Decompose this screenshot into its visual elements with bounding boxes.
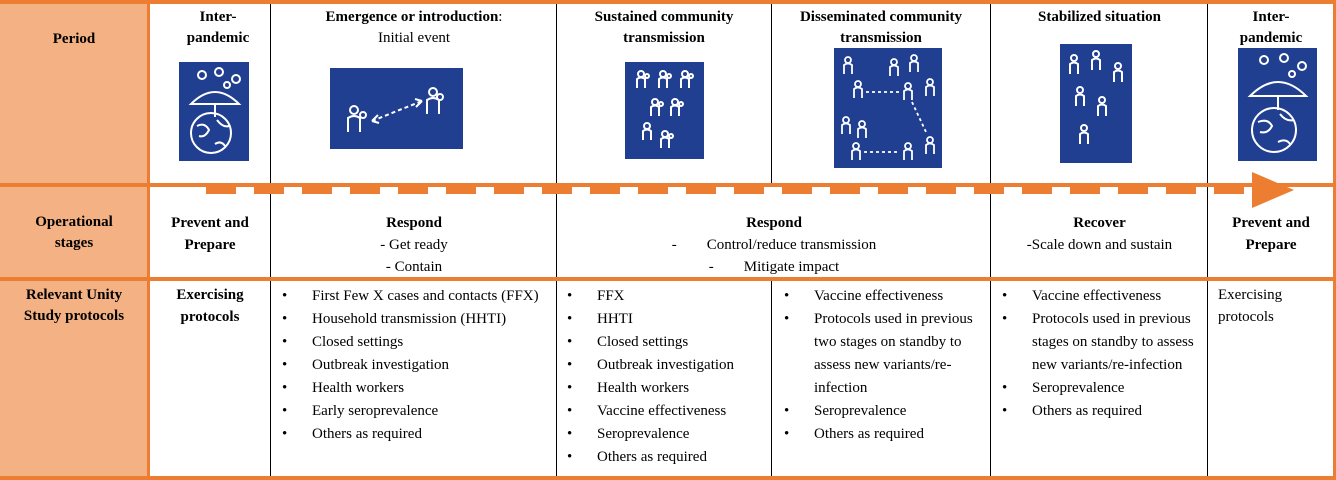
divider — [556, 187, 557, 277]
divider — [556, 4, 557, 183]
divider — [771, 4, 772, 183]
small-group-virus-icon — [625, 62, 704, 159]
protocols-col2: First Few X cases and contacts (FFX) Hou… — [278, 285, 548, 446]
divider — [990, 187, 991, 277]
globe-umbrella-virus-icon — [1238, 48, 1317, 161]
network-people-virus-icon — [834, 48, 942, 168]
list-item: Early seroprevalence — [278, 400, 548, 423]
list-item: Vaccine effectiveness — [998, 285, 1204, 308]
list-item: Others as required — [998, 400, 1204, 423]
list-item: Others as required — [278, 423, 548, 446]
scattered-people-icon — [1060, 44, 1132, 163]
period-title-interpandemic: Inter-pandemic — [186, 9, 250, 46]
period-title-interpandemic-end: Inter-pandemic — [1239, 9, 1303, 46]
list-item: Vaccine effectiveness — [780, 285, 986, 308]
label-column-border — [147, 0, 150, 480]
list-item: Health workers — [563, 377, 768, 400]
list-item: Protocols used in previous stages on sta… — [998, 308, 1204, 377]
list-item: Closed settings — [278, 331, 548, 354]
divider — [990, 281, 991, 476]
list-item: Household transmission (HHTI) — [278, 308, 548, 331]
period-title-emergence: Emergence or introduction:Initial event — [325, 9, 503, 46]
list-item: Vaccine effectiveness — [563, 400, 768, 423]
globe-umbrella-virus-icon — [179, 62, 249, 161]
list-item: HHTI — [563, 308, 768, 331]
list-item: FFX — [563, 285, 768, 308]
divider — [1207, 281, 1208, 476]
stage-respond-transmission: Respond - Control/reduce transmission - … — [671, 215, 877, 275]
list-item: Outbreak investigation — [563, 354, 768, 377]
list-item: Others as required — [563, 446, 768, 469]
list-item: Closed settings — [563, 331, 768, 354]
list-item: Others as required — [780, 423, 986, 446]
divider — [990, 4, 991, 183]
two-people-virus-arrow-icon — [330, 68, 463, 149]
stage-prevent-prepare-end: Prevent and Prepare — [1232, 215, 1310, 253]
rule-operational-bottom — [0, 277, 1336, 281]
row-label-protocols: Relevant Unity Study protocols — [23, 287, 125, 324]
protocols-col1: Exercising protocols — [176, 287, 244, 325]
divider — [270, 281, 271, 476]
protocols-col5: Vaccine effectiveness Protocols used in … — [998, 285, 1204, 423]
rule-top — [0, 0, 1336, 4]
list-item: Seroprevalence — [563, 423, 768, 446]
timeline-arrow — [206, 172, 1294, 208]
list-item: First Few X cases and contacts (FFX) — [278, 285, 548, 308]
period-title-sustained: Sustained community transmission — [594, 9, 734, 46]
right-border — [1333, 0, 1336, 480]
divider — [556, 281, 557, 476]
period-title-disseminated: Disseminated community transmission — [799, 9, 963, 46]
rule-period-bottom — [0, 183, 1336, 187]
list-item: Outbreak investigation — [278, 354, 548, 377]
protocols-col6: Exercising protocols — [1218, 287, 1283, 325]
divider — [1207, 187, 1208, 277]
list-item: Health workers — [278, 377, 548, 400]
period-title-stabilized: Stabilized situation — [1038, 9, 1161, 25]
protocols-col3: FFX HHTI Closed settings Outbreak invest… — [563, 285, 768, 469]
row-label-column — [0, 0, 148, 480]
list-item: Protocols used in previous two stages on… — [780, 308, 986, 400]
rule-bottom — [0, 476, 1336, 480]
divider — [1207, 4, 1208, 183]
protocols-col4: Vaccine effectiveness Protocols used in … — [780, 285, 986, 446]
stage-recover: Recover -Scale down and sustain — [1026, 215, 1173, 253]
row-label-period: Period — [52, 31, 96, 47]
divider — [270, 4, 271, 183]
stage-prevent-prepare: Prevent and Prepare — [171, 215, 249, 253]
stage-respond-early: Respond - Get ready - Contain — [380, 215, 448, 275]
list-item: Seroprevalence — [780, 400, 986, 423]
divider — [771, 281, 772, 476]
list-item: Seroprevalence — [998, 377, 1204, 400]
row-label-operational: Operational stages — [35, 214, 113, 251]
divider — [270, 187, 271, 277]
